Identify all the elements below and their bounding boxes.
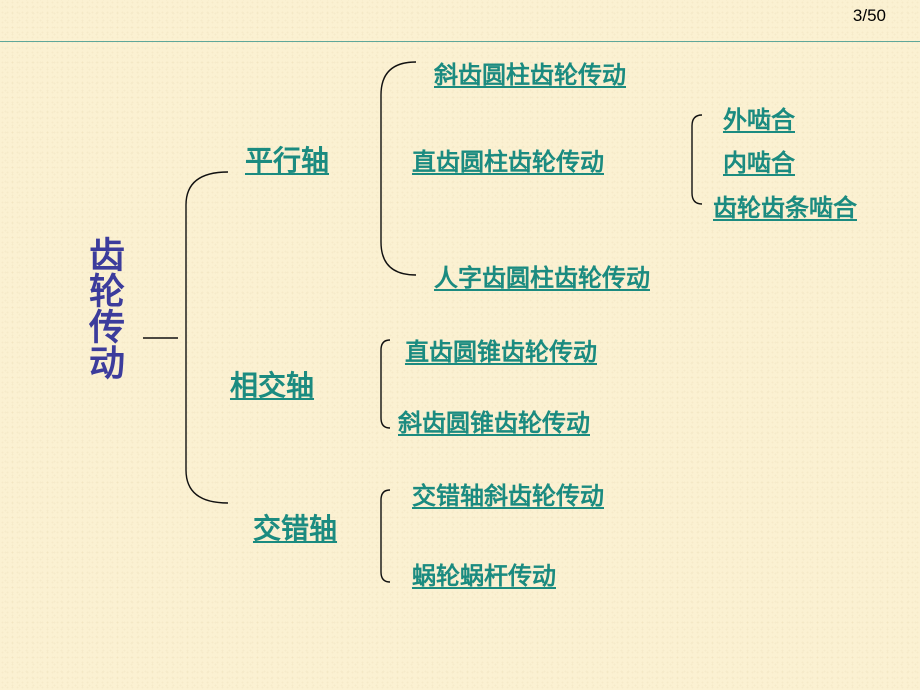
straight-bevel-gear-link[interactable]: 直齿圆锥齿轮传动: [405, 338, 597, 366]
intersecting-axis-bracket: [380, 339, 391, 429]
header-divider: [0, 41, 920, 42]
branch-parallel-axis-link[interactable]: 平行轴: [245, 144, 330, 177]
parallel-axis-bracket: [380, 61, 417, 276]
herringbone-gear-link[interactable]: 人字齿圆柱齿轮传动: [434, 264, 650, 292]
root-bracket: [185, 171, 229, 504]
branch-crossed-axis-link[interactable]: 交错轴: [253, 512, 338, 545]
page-number: 3/50: [852, 6, 886, 25]
spur-cylindrical-gear-link[interactable]: 直齿圆柱齿轮传动: [412, 148, 604, 176]
worm-gear-link[interactable]: 蜗轮蜗杆传动: [412, 562, 556, 590]
root-title: 齿轮传动: [83, 236, 124, 380]
helical-cylindrical-gear-link[interactable]: 斜齿圆柱齿轮传动: [434, 61, 626, 89]
branch-intersecting-axis-link[interactable]: 相交轴: [230, 369, 315, 402]
internal-mesh-link[interactable]: 内啮合: [723, 149, 795, 177]
rack-pinion-mesh-link[interactable]: 齿轮齿条啮合: [713, 194, 857, 222]
crossed-axis-bracket: [380, 489, 391, 583]
external-mesh-link[interactable]: 外啮合: [723, 106, 795, 134]
helical-bevel-gear-link[interactable]: 斜齿圆锥齿轮传动: [398, 409, 590, 437]
spur-gear-bracket: [691, 114, 703, 205]
crossed-helical-gear-link[interactable]: 交错轴斜齿轮传动: [412, 482, 604, 510]
